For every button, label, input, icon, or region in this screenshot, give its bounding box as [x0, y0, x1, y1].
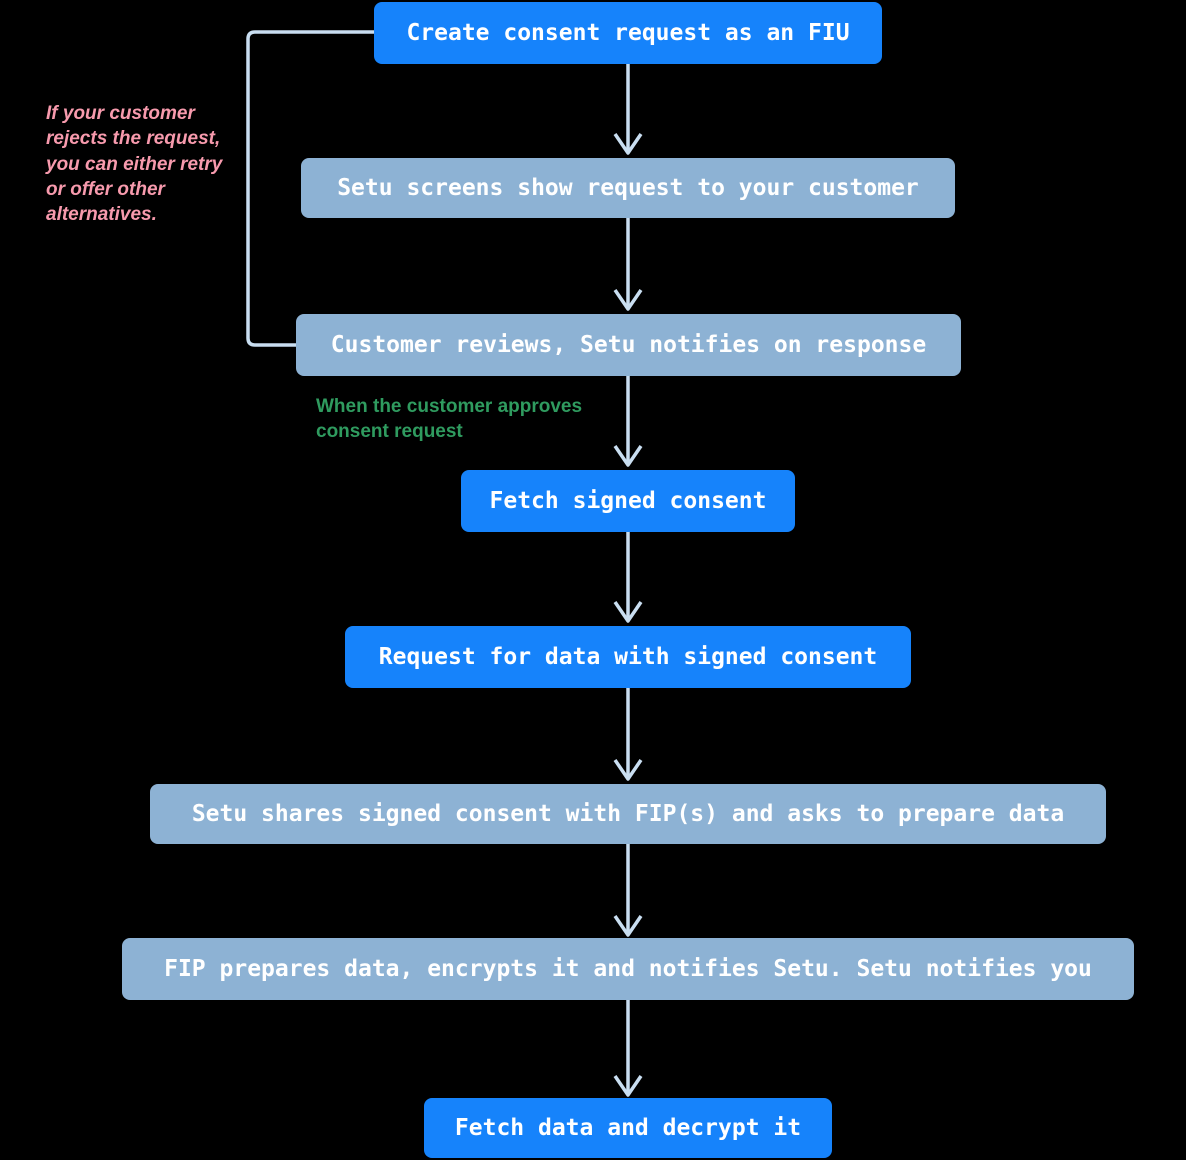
- node-label: Fetch data and decrypt it: [454, 1114, 802, 1141]
- node-label: Create consent request as an FIU: [406, 19, 850, 46]
- node-label: Setu shares signed consent with FIP(s) a…: [191, 800, 1065, 827]
- edge-request-data-to-setu-shares: [613, 688, 643, 781]
- edge-fip-prepares-to-fetch-data: [613, 1000, 643, 1097]
- node-setu-screens-show-request[interactable]: Setu screens show request to your custom…: [301, 158, 955, 218]
- node-label: Customer reviews, Setu notifies on respo…: [330, 331, 927, 358]
- node-fip-prepares-data[interactable]: FIP prepares data, encrypts it and notif…: [122, 938, 1134, 1000]
- node-create-consent-request[interactable]: Create consent request as an FIU: [374, 2, 882, 64]
- node-label: Fetch signed consent: [489, 487, 767, 514]
- node-label: Request for data with signed consent: [378, 643, 878, 670]
- annotation-reject-path: If your customer rejects the request, yo…: [46, 103, 223, 226]
- node-label: FIP prepares data, encrypts it and notif…: [164, 955, 1092, 982]
- node-setu-shares-signed-consent[interactable]: Setu shares signed consent with FIP(s) a…: [150, 784, 1106, 844]
- edge-setu-shares-to-fip-prepares: [613, 844, 643, 937]
- edge-fetch-consent-to-request-data: [613, 532, 643, 623]
- node-fetch-data-and-decrypt[interactable]: Fetch data and decrypt it: [424, 1098, 832, 1158]
- edge-create-to-setu-screens: [613, 64, 643, 155]
- node-request-for-data[interactable]: Request for data with signed consent: [345, 626, 911, 688]
- annotation-approve-path: When the customer approves consent reque…: [316, 396, 583, 443]
- edge-setu-screens-to-customer-reviews: [613, 218, 643, 311]
- edge-customer-reviews-to-fetch-consent: [613, 376, 643, 467]
- node-fetch-signed-consent[interactable]: Fetch signed consent: [461, 470, 795, 532]
- node-customer-reviews[interactable]: Customer reviews, Setu notifies on respo…: [296, 314, 961, 376]
- node-label: Setu screens show request to your custom…: [337, 174, 919, 201]
